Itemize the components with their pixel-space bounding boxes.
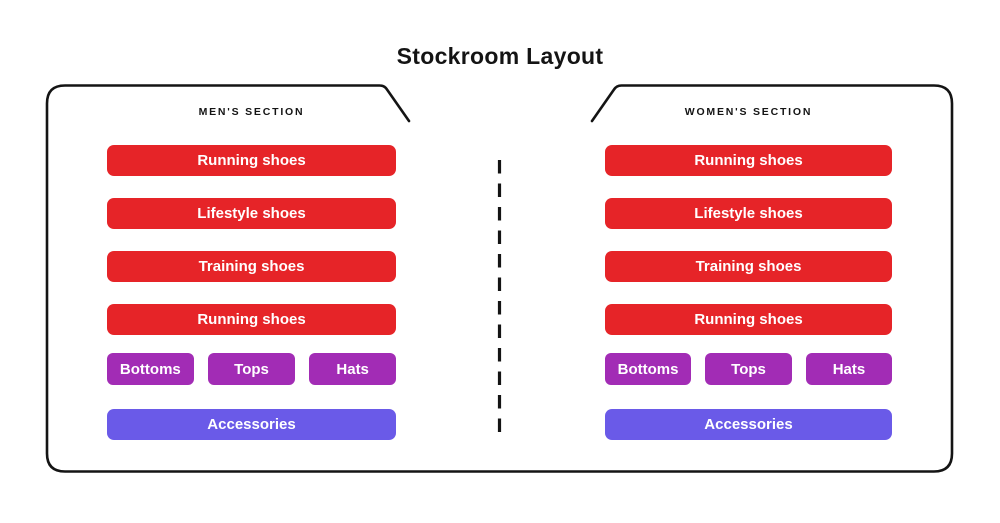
category-bar: Bottoms bbox=[107, 353, 194, 385]
section-mens-header: MEN'S SECTION bbox=[198, 106, 305, 118]
shelf-bar: Training shoes bbox=[107, 251, 396, 282]
accessories-bar: Accessories bbox=[107, 409, 396, 440]
diagram-title: Stockroom Layout bbox=[396, 43, 604, 69]
section-womens-header: WOMEN'S SECTION bbox=[684, 106, 813, 118]
category-row: Bottoms Tops Hats bbox=[107, 353, 396, 385]
shelf-bar: Training shoes bbox=[605, 251, 892, 282]
shelf-bar: Running shoes bbox=[605, 145, 892, 176]
category-bar: Tops bbox=[208, 353, 295, 385]
category-bar: Tops bbox=[705, 353, 792, 385]
shelf-bar: Running shoes bbox=[107, 145, 396, 176]
room-border bbox=[45, 84, 954, 473]
section-mens: MEN'S SECTION Running shoes Lifestyle sh… bbox=[107, 104, 396, 449]
shelf-bar: Running shoes bbox=[107, 304, 396, 335]
shelf-bar: Running shoes bbox=[605, 304, 892, 335]
category-bar: Hats bbox=[805, 353, 892, 385]
section-womens: WOMEN'S SECTION Running shoes Lifestyle … bbox=[605, 104, 892, 449]
shelf-bar: Lifestyle shoes bbox=[107, 198, 396, 229]
category-bar: Hats bbox=[309, 353, 396, 385]
shelf-bar: Lifestyle shoes bbox=[605, 198, 892, 229]
accessories-bar: Accessories bbox=[605, 409, 892, 440]
category-row: Bottoms Tops Hats bbox=[605, 353, 892, 385]
category-bar: Bottoms bbox=[605, 353, 692, 385]
